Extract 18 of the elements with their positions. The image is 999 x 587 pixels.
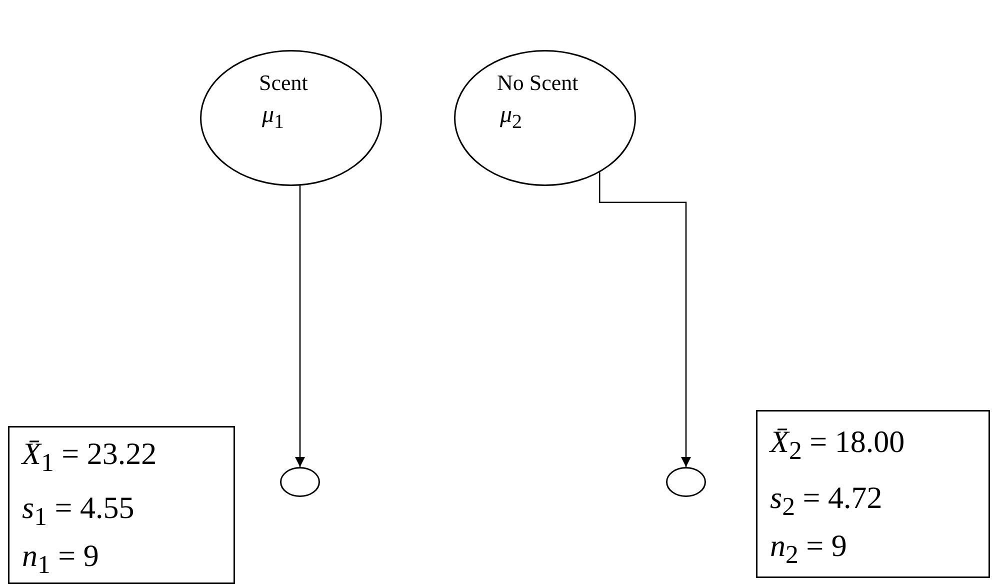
ellipse-node (454, 50, 636, 186)
statistic-text: s$_{1}$ = 4.55 (22, 490, 134, 532)
group-label: No Scent (497, 70, 578, 96)
value-box (8, 426, 235, 584)
statistic-text: n$_{1}$ = 9 (22, 538, 99, 580)
arrow (295, 186, 305, 467)
statistic-text: s$_{2}$ = 4.72 (770, 480, 882, 522)
arrow (598, 172, 691, 467)
ellipse-node (666, 467, 706, 497)
statistic-text: n$_{2}$ = 9 (770, 528, 847, 570)
ellipse-node (280, 467, 320, 497)
value-box (756, 410, 990, 578)
group-label: Scent (259, 70, 308, 96)
parameter-symbol: μ$_{2}$ (500, 102, 522, 134)
parameter-symbol: μ$_{1}$ (262, 102, 284, 134)
ellipse-node (200, 50, 382, 186)
statistic-text: X̄$_{2}$ = 18.00 (770, 424, 905, 466)
statistic-text: X̄$_{1}$ = 23.22 (22, 436, 157, 478)
